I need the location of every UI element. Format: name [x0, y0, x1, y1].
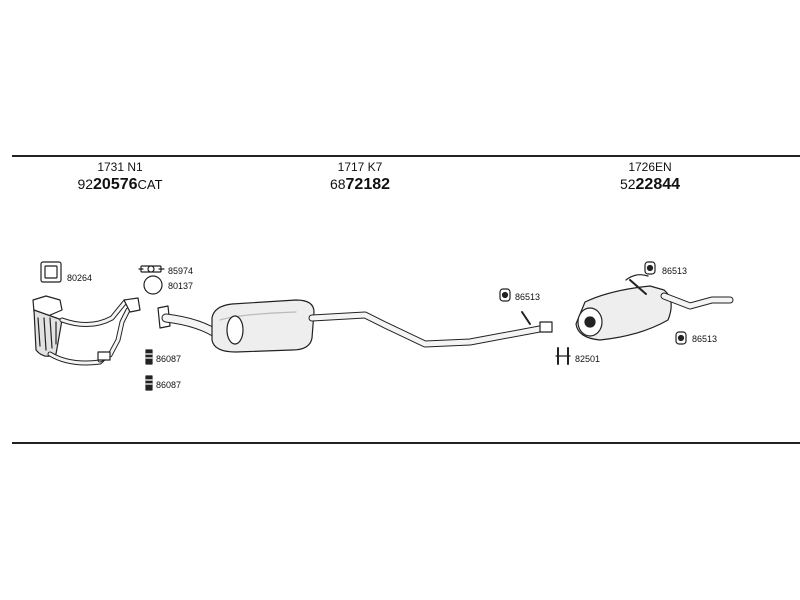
ring-icon: [143, 275, 163, 295]
part-label: 82501: [575, 354, 600, 364]
part-label: 80137: [168, 281, 193, 291]
bolt-icon: [145, 349, 153, 365]
header-middle-silencer: 1717 K7 6872182: [300, 160, 420, 195]
part-number: 6872182: [329, 176, 391, 193]
oem-number: 1726EN: [628, 160, 672, 174]
catalytic-converter: [32, 295, 141, 366]
hanger-icon: [675, 331, 687, 345]
part-number: 9220576CAT: [77, 176, 163, 193]
clamp-icon: [555, 347, 571, 365]
part-label: 86087: [156, 354, 181, 364]
part-label: 86513: [692, 334, 717, 344]
part-label: 86513: [515, 292, 540, 302]
part-label: 85974: [168, 266, 193, 276]
header-catalytic-converter: 1731 N1 9220576CAT: [60, 160, 180, 195]
oem-number: 1731 N1: [97, 160, 143, 174]
oem-number: 1717 K7: [337, 160, 383, 174]
top-divider: [12, 155, 800, 157]
rear-silencer: [575, 274, 734, 341]
bolt-icon: [145, 375, 153, 391]
hanger-icon: [644, 261, 656, 275]
gasket-icon: [40, 261, 62, 283]
part-label: 86513: [662, 266, 687, 276]
clamp-icon: [138, 265, 165, 273]
middle-silencer: [211, 299, 315, 353]
bottom-divider: [12, 442, 800, 444]
part-label: 80264: [67, 273, 92, 283]
part-number: 5222844: [619, 176, 681, 193]
header-rear-silencer: 1726EN 5222844: [590, 160, 710, 195]
hanger-icon: [499, 288, 511, 302]
part-label: 86087: [156, 380, 181, 390]
